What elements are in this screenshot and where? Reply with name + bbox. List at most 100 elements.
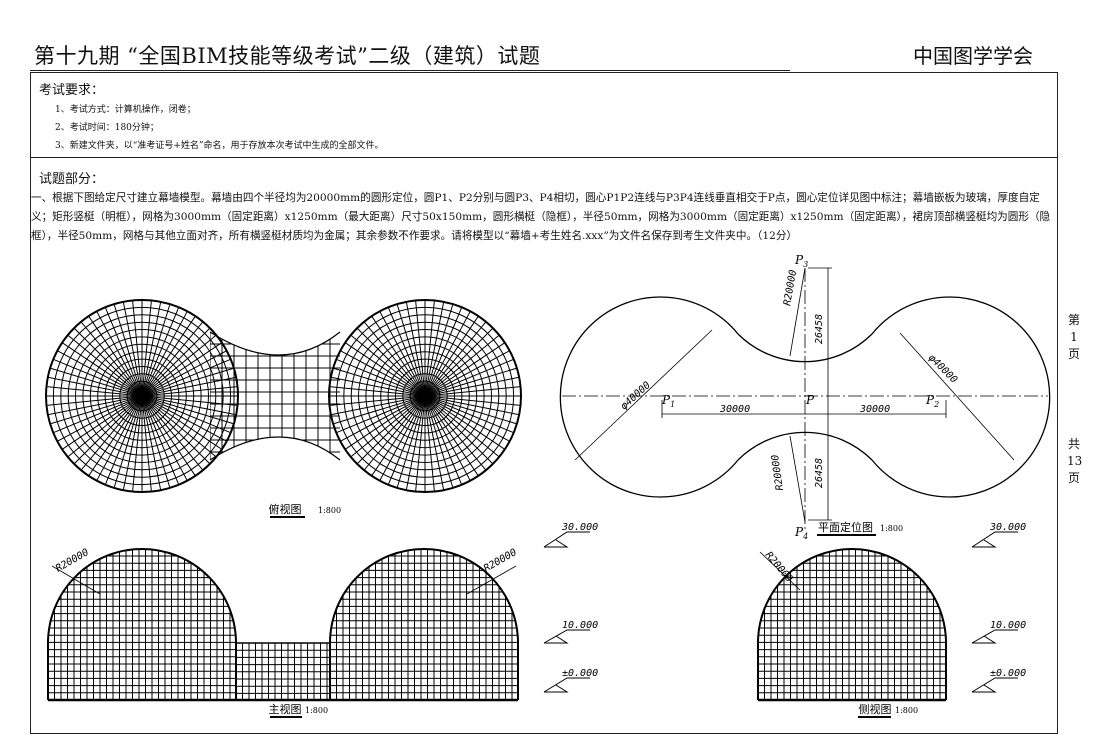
sphere-spoke bbox=[49, 367, 143, 397]
sphere-spoke bbox=[141, 367, 235, 397]
sphere-spoke bbox=[88, 395, 143, 477]
sphere-spoke bbox=[424, 395, 487, 471]
sphere-spoke bbox=[329, 395, 426, 406]
sphere-spoke bbox=[424, 395, 520, 416]
sphere-spoke bbox=[424, 300, 435, 397]
sphere-spoke bbox=[424, 327, 494, 397]
dim-label: 30000 bbox=[719, 404, 750, 415]
sphere-spoke bbox=[141, 386, 238, 397]
sphere-spoke bbox=[415, 300, 426, 397]
level-marker-10 bbox=[971, 629, 1018, 644]
page-char: 共 bbox=[1067, 437, 1080, 451]
sphere-spoke bbox=[141, 300, 152, 397]
level-label: ±0.000 bbox=[990, 668, 1026, 679]
page-char: 第 bbox=[1067, 313, 1080, 327]
sphere-spoke bbox=[80, 395, 143, 471]
dim-label: 26458 bbox=[814, 458, 825, 488]
sphere-spoke bbox=[141, 327, 211, 397]
radius-label: R20000 bbox=[763, 550, 795, 585]
top-view-drawing bbox=[45, 299, 522, 493]
sphere-spoke bbox=[141, 334, 217, 397]
sphere-spoke bbox=[424, 395, 435, 492]
sphere-spoke bbox=[122, 301, 143, 397]
sphere-spoke bbox=[356, 327, 426, 397]
sphere-spoke bbox=[46, 395, 143, 406]
sphere-spoke bbox=[141, 395, 231, 434]
radius-leader-top bbox=[789, 267, 806, 357]
sphere-spoke bbox=[113, 395, 143, 489]
sphere-spoke bbox=[424, 358, 514, 397]
sphere-spoke bbox=[424, 395, 500, 458]
level-label: 30.000 bbox=[989, 522, 1026, 533]
sphere-spoke bbox=[47, 395, 143, 416]
requirements-title: 考试要求： bbox=[39, 83, 105, 98]
sphere-spoke bbox=[73, 327, 143, 397]
sphere-spoke bbox=[350, 334, 426, 397]
sphere-spoke bbox=[141, 395, 237, 416]
requirement-item: 3、新建文件夹，以“准考证号+姓名”命名，用于存放本次考试中生成的全部文件。 bbox=[55, 141, 384, 151]
label-p1: P1 bbox=[661, 393, 675, 409]
sphere-spoke bbox=[141, 301, 162, 397]
sphere-spoke bbox=[88, 315, 143, 397]
plan-circle-right bbox=[871, 296, 1051, 498]
neck-edge-top bbox=[209, 331, 341, 356]
requirement-item: 2、考试时间：180分钟； bbox=[55, 123, 159, 133]
sphere-spoke bbox=[141, 395, 188, 481]
neck-edge-bottom bbox=[209, 436, 341, 461]
radius-label: R20000 bbox=[770, 454, 786, 491]
sphere-spoke bbox=[424, 395, 521, 406]
plan-circle-left bbox=[559, 296, 739, 498]
top-view-caption: 俯视图 bbox=[269, 502, 302, 516]
sphere-spoke bbox=[424, 395, 494, 465]
side-level-labels: 30.000 10.000 ±0.000 bbox=[989, 522, 1026, 679]
exam-title: 第十九期 “全国BIM技能等级考试”二级（建筑）试题 bbox=[34, 44, 541, 68]
side-view-scale: 1:800 bbox=[895, 706, 918, 715]
sphere-spoke bbox=[424, 350, 510, 397]
level-marker-10 bbox=[543, 629, 590, 644]
sphere-spoke bbox=[356, 395, 426, 465]
sphere-spoke bbox=[379, 311, 426, 397]
level-marker-0 bbox=[971, 677, 1018, 693]
sphere-spoke bbox=[340, 350, 426, 397]
sphere-spoke bbox=[57, 395, 143, 442]
sphere-spoke bbox=[113, 303, 143, 397]
sphere-spoke bbox=[80, 321, 143, 397]
page-char: 1 bbox=[1070, 330, 1078, 344]
sphere-spoke bbox=[141, 395, 204, 471]
sphere-spoke bbox=[96, 311, 143, 397]
sphere-spoke bbox=[424, 395, 479, 477]
level-marker-30 bbox=[971, 531, 1018, 548]
sphere-spoke bbox=[332, 367, 426, 397]
sphere-spoke bbox=[141, 376, 237, 397]
front-left-dome-grid bbox=[48, 549, 236, 700]
label-p: P bbox=[805, 393, 815, 407]
sphere-outline bbox=[328, 299, 522, 493]
sphere-spoke bbox=[424, 334, 500, 397]
plan-location-drawing bbox=[559, 267, 1051, 530]
sphere-spoke bbox=[67, 334, 143, 397]
sphere-spoke bbox=[336, 395, 426, 434]
side-dome-outline bbox=[757, 548, 947, 700]
sphere-spoke bbox=[344, 342, 426, 397]
front-podium-grid bbox=[235, 642, 330, 700]
front-right-dome-outline bbox=[329, 548, 519, 700]
header-rule bbox=[30, 70, 790, 71]
sphere-spoke bbox=[405, 301, 426, 397]
top-view-right-sphere bbox=[328, 299, 522, 493]
page-number: 第 1 页 bbox=[1067, 312, 1081, 363]
level-marker-0 bbox=[543, 677, 590, 693]
sphere-spoke bbox=[141, 395, 162, 491]
front-level-markers bbox=[543, 531, 590, 693]
sphere-spoke bbox=[122, 395, 143, 491]
radius-leader-left bbox=[51, 565, 101, 595]
exam-frame: 考试要求： 1、考试方式：计算机操作，闭卷； 2、考试时间：180分钟； 3、新… bbox=[30, 72, 1058, 734]
sphere-spoke bbox=[424, 301, 445, 397]
sphere-spoke bbox=[424, 395, 463, 485]
sphere-spoke bbox=[67, 395, 143, 458]
level-label: 30.000 bbox=[561, 522, 598, 533]
level-label: ±0.000 bbox=[562, 668, 598, 679]
sphere-spoke bbox=[371, 315, 426, 397]
sphere-spoke bbox=[405, 395, 426, 491]
sphere-spoke bbox=[396, 395, 426, 489]
